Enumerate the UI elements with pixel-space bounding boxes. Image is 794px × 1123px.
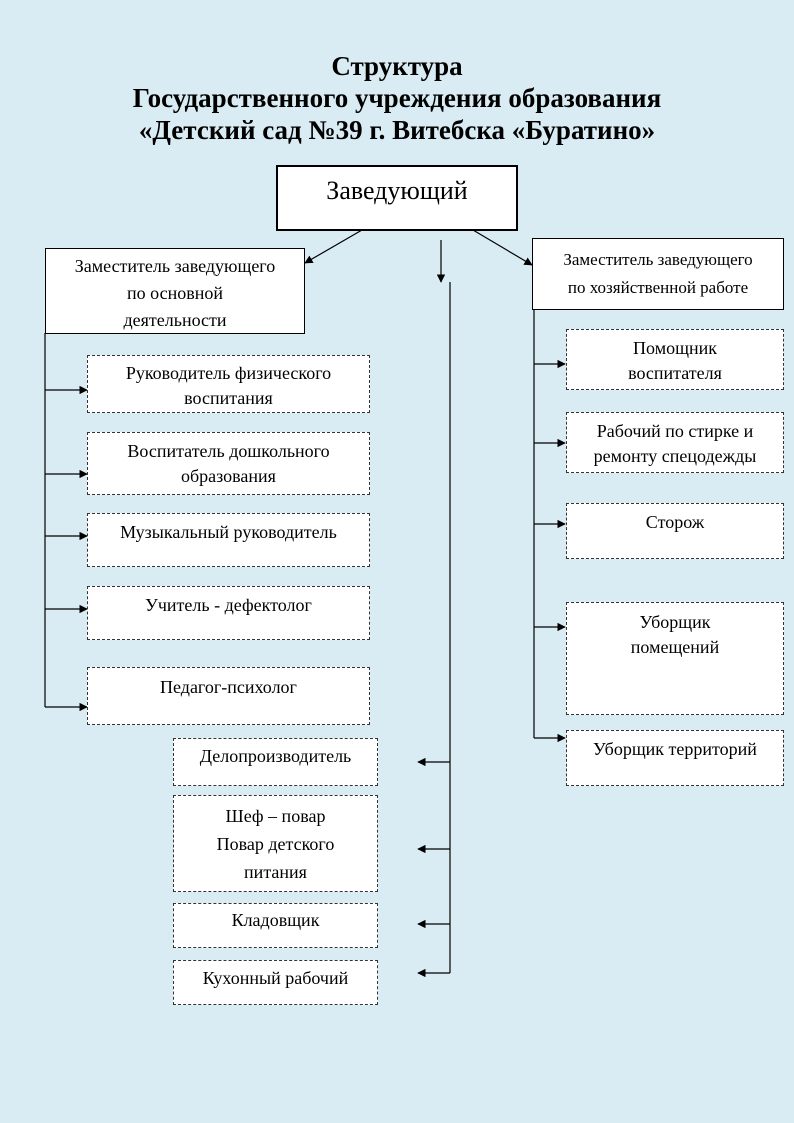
- left-unit-4-line-1: Учитель - дефектолог: [145, 595, 312, 615]
- center-unit-2-line-3: питания: [244, 862, 307, 882]
- right-unit-1: Помощник воспитателя: [566, 329, 784, 390]
- deputy-admin-line-2: по хозяйственной работе: [567, 278, 749, 297]
- right-unit-5: Уборщик территорий: [566, 730, 784, 786]
- center-unit-1: Делопроизводитель: [173, 738, 378, 786]
- center-unit-2-line-1: Шеф – повар: [225, 806, 326, 826]
- right-unit-5-line-1: Уборщик территорий: [593, 739, 757, 759]
- right-unit-1-line-2: воспитателя: [628, 363, 722, 383]
- title-line-1: Структура: [331, 51, 463, 81]
- right-unit-1-line-1: Помощник: [633, 338, 717, 358]
- deputy-main-box: Заместитель заведующего по основной деят…: [45, 248, 305, 334]
- left-unit-1: Руководитель физического воспитания: [87, 355, 370, 413]
- left-unit-2-line-1: Воспитатель дошкольного: [127, 441, 330, 461]
- right-unit-2-line-2: ремонту спецодежды: [593, 446, 757, 466]
- center-unit-4-line-1: Кухонный рабочий: [202, 968, 349, 988]
- arrow-head-to-deputy-admin: [472, 229, 533, 266]
- arrow-head-to-deputy-main: [304, 229, 363, 264]
- deputy-main-line-2: по основной: [127, 283, 223, 303]
- title-line-2: Государственного учреждения образования: [132, 83, 662, 113]
- head-label: Заведующий: [326, 176, 468, 205]
- head-box: Заведующий: [276, 165, 518, 231]
- title-line-3: «Детский сад №39 г. Витебска «Буратино»: [138, 115, 656, 145]
- left-unit-5-line-1: Педагог-психолог: [160, 677, 297, 697]
- right-unit-3: Сторож: [566, 503, 784, 559]
- right-unit-4-line-1: Уборщик: [639, 612, 711, 632]
- deputy-main-line-1: Заместитель заведующего: [74, 256, 276, 276]
- right-unit-4: Уборщик помещений: [566, 602, 784, 715]
- center-unit-3-line-1: Кладовщик: [231, 910, 320, 930]
- left-unit-5: Педагог-психолог: [87, 667, 370, 725]
- left-unit-4: Учитель - дефектолог: [87, 586, 370, 640]
- left-unit-2-line-2: образования: [181, 466, 276, 486]
- right-unit-2: Рабочий по стирке и ремонту спецодежды: [566, 412, 784, 473]
- left-unit-3-line-1: Музыкальный руководитель: [120, 522, 337, 542]
- center-unit-2-line-2: Повар детского: [216, 834, 335, 854]
- right-unit-3-line-1: Сторож: [645, 512, 705, 532]
- left-unit-1-line-2: воспитания: [184, 388, 273, 408]
- left-unit-3: Музыкальный руководитель: [87, 513, 370, 567]
- center-unit-3: Кладовщик: [173, 903, 378, 948]
- deputy-main-line-3: деятельности: [123, 310, 227, 330]
- right-unit-4-line-2: помещений: [630, 637, 720, 657]
- center-unit-1-line-1: Делопроизводитель: [199, 746, 352, 766]
- center-unit-4: Кухонный рабочий: [173, 960, 378, 1005]
- page-title: Структура Государственного учреждения об…: [0, 50, 794, 146]
- right-unit-2-line-1: Рабочий по стирке и: [596, 421, 754, 441]
- center-unit-2: Шеф – повар Повар детского питания: [173, 795, 378, 892]
- deputy-admin-box: Заместитель заведующего по хозяйственной…: [532, 238, 784, 310]
- deputy-admin-line-1: Заместитель заведующего: [563, 250, 753, 269]
- left-unit-1-line-1: Руководитель физического: [125, 363, 332, 383]
- left-unit-2: Воспитатель дошкольного образования: [87, 432, 370, 495]
